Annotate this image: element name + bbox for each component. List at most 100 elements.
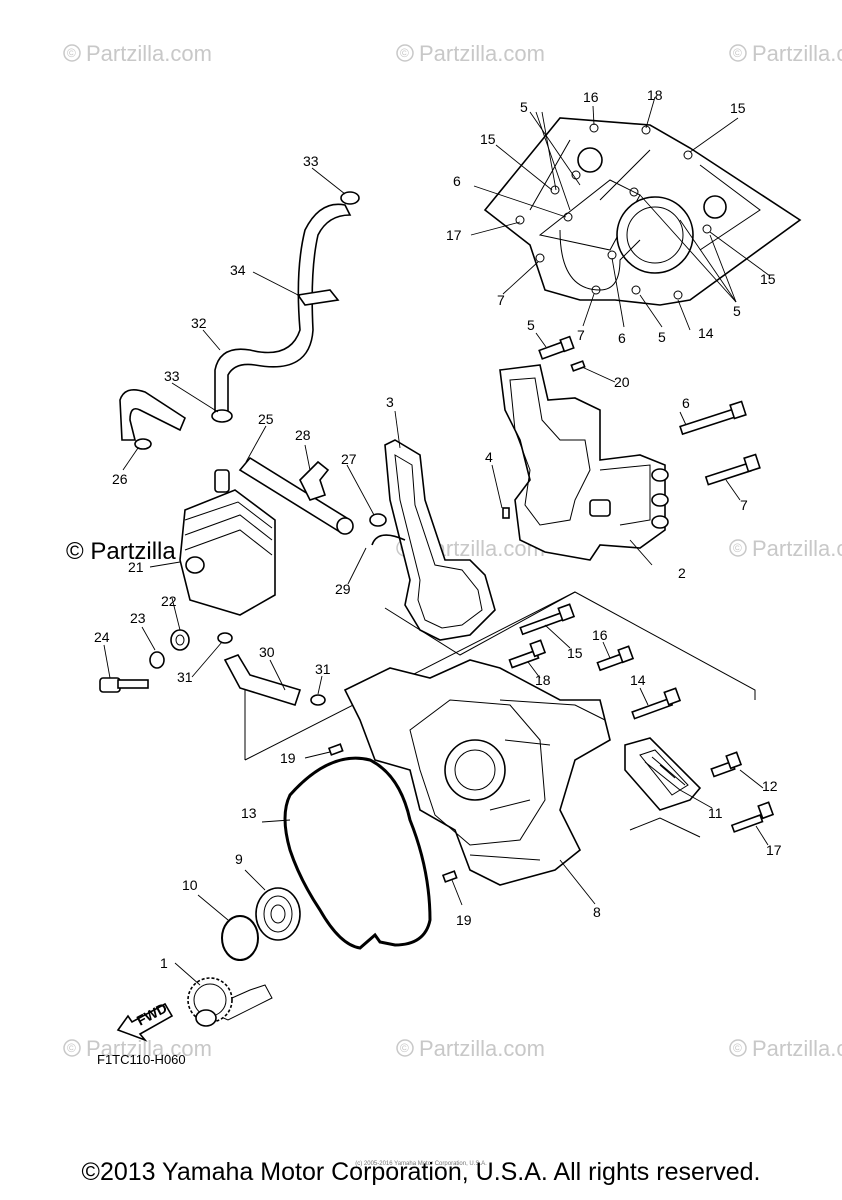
bolt-18 — [508, 639, 547, 669]
callout-16: 16 — [592, 627, 608, 643]
callout-6: 6 — [453, 173, 461, 189]
svg-text:©: © — [733, 46, 742, 60]
pump-housing-part — [499, 364, 669, 561]
callout-31: 31 — [177, 669, 193, 685]
diagram-code: F1TC110-H060 — [97, 1052, 186, 1067]
svg-text:©: © — [67, 46, 76, 60]
bracket-28 — [299, 460, 330, 501]
watermark-text: Partzilla.com — [86, 41, 212, 66]
watermark-top-right: © Partzilla.com — [729, 41, 842, 66]
callout-19: 19 — [280, 750, 296, 766]
callout-14: 14 — [630, 672, 646, 688]
callout-2: 2 — [678, 565, 686, 581]
callout-4: 4 — [485, 449, 493, 465]
callout-31: 31 — [315, 661, 331, 677]
callout-5: 5 — [520, 99, 528, 115]
callout-15: 15 — [567, 645, 583, 661]
callout-27: 27 — [341, 451, 357, 467]
callout-33: 33 — [164, 368, 180, 384]
svg-text:©: © — [400, 46, 409, 60]
crankcase-part — [483, 117, 802, 306]
callout-15: 15 — [760, 271, 776, 287]
bolt-6 — [679, 400, 747, 436]
watermark-mid-right: © Partzilla.com — [729, 536, 842, 561]
callout-5: 5 — [658, 329, 666, 345]
bolt-16 — [596, 645, 635, 672]
watermark-top-left: © Partzilla.com — [63, 41, 212, 66]
fwd-arrow: FWD — [116, 1000, 174, 1042]
svg-text:©: © — [400, 1041, 409, 1055]
callout-10: 10 — [182, 877, 198, 893]
callout-numbers: 1 2 3 4 5 5 5 5 6 6 6 7 7 7 8 9 10 11 12… — [94, 87, 782, 971]
watermark-bottom-left: © Partzilla.com — [63, 1036, 212, 1061]
callout-11: 11 — [708, 805, 723, 821]
watermark-text: Partzilla.com — [419, 41, 545, 66]
callout-25: 25 — [258, 411, 274, 427]
bolt-12 — [710, 751, 743, 778]
dowel-pins — [327, 360, 586, 883]
callout-16: 16 — [583, 89, 599, 105]
callout-9: 9 — [235, 851, 243, 867]
callout-33: 33 — [303, 153, 319, 169]
callout-3: 3 — [386, 394, 394, 410]
callout-28: 28 — [295, 427, 311, 443]
clamp-parts — [134, 191, 406, 706]
bearing-part — [255, 887, 301, 941]
callout-20: 20 — [614, 374, 630, 390]
callout-23: 23 — [130, 610, 146, 626]
svg-text:©: © — [67, 1041, 76, 1055]
bolt-14 — [631, 687, 682, 720]
callout-17: 17 — [766, 842, 782, 858]
callout-14: 14 — [698, 325, 714, 341]
oil-cooler-part — [179, 469, 276, 616]
callout-18: 18 — [647, 87, 663, 103]
leader-lines — [103, 96, 771, 986]
callout-15: 15 — [480, 131, 496, 147]
svg-text:©: © — [733, 541, 742, 555]
callout-7: 7 — [740, 497, 748, 513]
fitting-parts — [99, 629, 190, 693]
callout-12: 12 — [762, 778, 778, 794]
callout-30: 30 — [259, 644, 275, 660]
bolt-5 — [538, 335, 575, 360]
watermark-bottom-center: © Partzilla.com — [396, 1036, 545, 1061]
bolt-15 — [519, 603, 576, 636]
watermark-text: Partzilla.com — [86, 1036, 212, 1061]
bolt-17 — [730, 801, 775, 833]
callout-5: 5 — [527, 317, 535, 333]
circlip-part — [221, 915, 259, 961]
bolts — [327, 335, 775, 883]
watermark-layer: © Partzilla.com © Partzilla.com © Partzi… — [63, 41, 842, 1061]
crankcase-cover-part — [343, 659, 611, 886]
strainer-part — [624, 737, 702, 811]
callout-24: 24 — [94, 629, 110, 645]
callout-26: 26 — [112, 471, 128, 487]
center-watermark: © Partzilla — [66, 538, 176, 565]
callout-6: 6 — [618, 330, 626, 346]
callout-34: 34 — [230, 262, 246, 278]
gasket-part-3 — [384, 439, 496, 641]
callout-19: 19 — [456, 912, 472, 928]
watermark-text: Partzilla.com — [752, 1036, 842, 1061]
callout-29: 29 — [335, 581, 351, 597]
callout-7: 7 — [577, 327, 585, 343]
callout-6: 6 — [682, 395, 690, 411]
hose-32 — [214, 203, 352, 416]
watermark-bottom-right: © Partzilla.com — [729, 1036, 842, 1061]
callout-32: 32 — [191, 315, 207, 331]
o-ring-part — [283, 756, 432, 950]
callout-7: 7 — [497, 292, 505, 308]
callout-21: 21 — [128, 559, 144, 575]
callout-13: 13 — [241, 805, 257, 821]
watermark-text: Partzilla.com — [419, 1036, 545, 1061]
hose-30 — [223, 654, 302, 706]
bolt-7 — [704, 453, 761, 486]
callout-22: 22 — [161, 593, 177, 609]
callout-15: 15 — [730, 100, 746, 116]
hose-25 — [238, 456, 354, 535]
fine-print: (c) 2005-2016 Yamaha Motor Corporation, … — [355, 1161, 487, 1167]
watermark-text: Partzilla.com — [752, 41, 842, 66]
callout-1: 1 — [160, 955, 168, 971]
watermark-text: Partzilla.com — [752, 536, 842, 561]
